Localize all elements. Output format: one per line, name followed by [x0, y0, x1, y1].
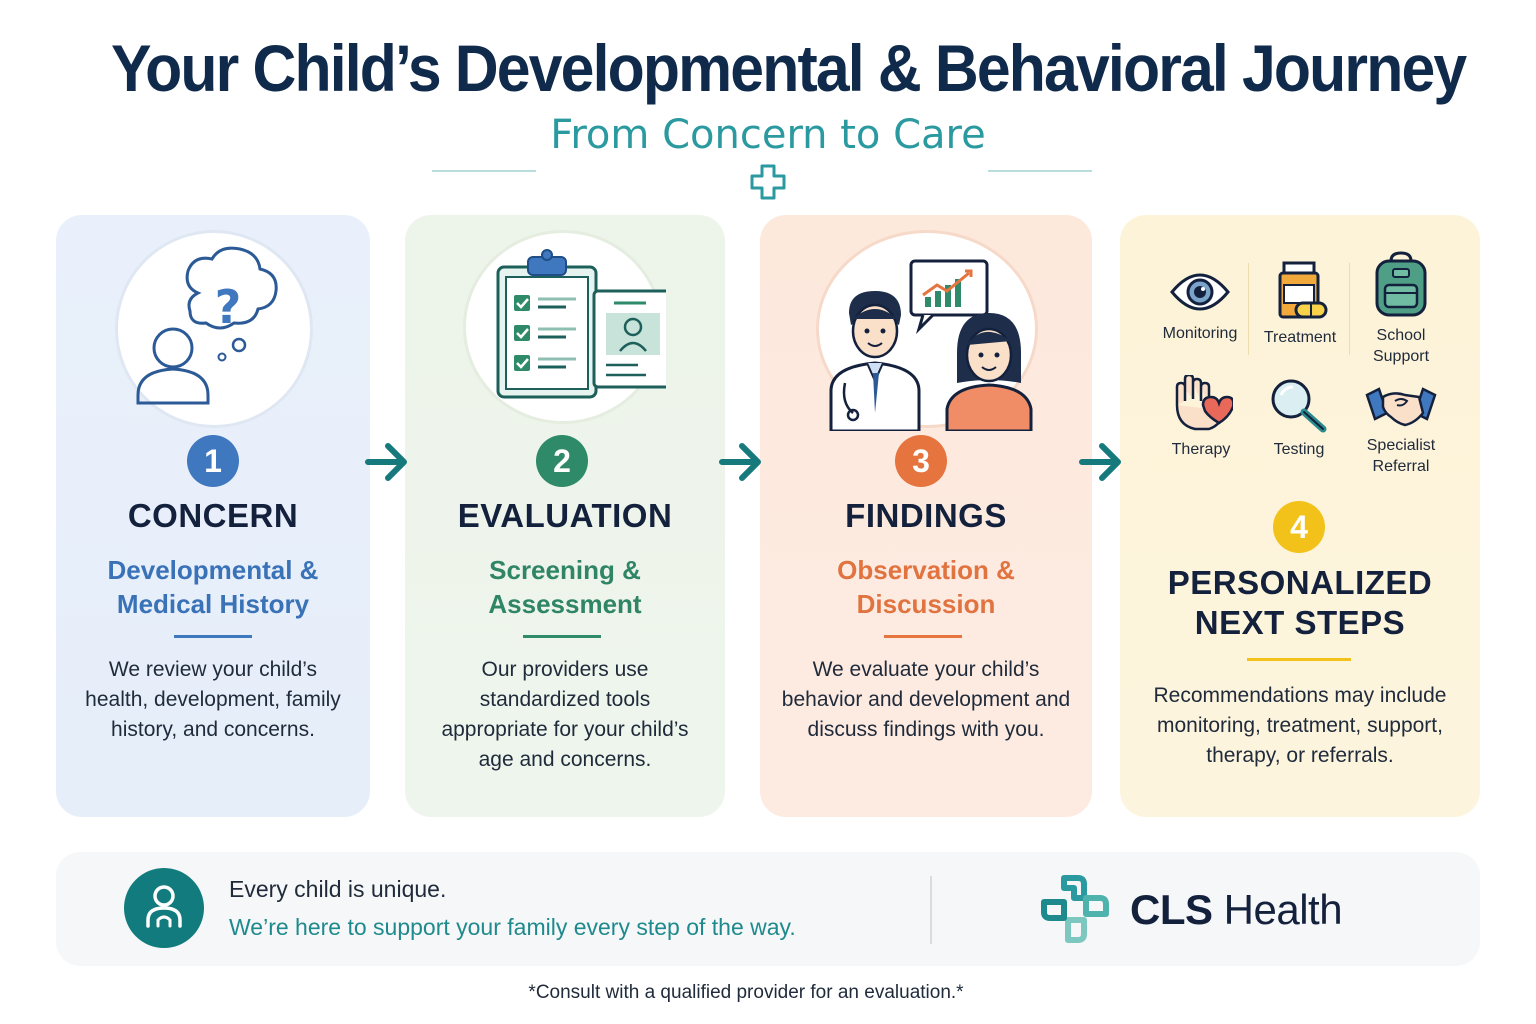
- family-support-icon: [124, 868, 204, 948]
- option-label: Testing: [1273, 441, 1325, 458]
- disclaimer: *Consult with a qualified provider for a…: [528, 982, 964, 1003]
- backpack-icon: [1375, 251, 1427, 317]
- footer-divider: [930, 876, 932, 944]
- step-card-next-steps: Monitoring Treatment School Support Ther…: [1120, 215, 1480, 817]
- eye-icon: [1170, 273, 1230, 311]
- option-label: Support: [1372, 348, 1430, 365]
- option-specialist-referral: Specialist Referral: [1346, 381, 1456, 477]
- page-title: Your Child’s Developmental & Behavioral …: [111, 31, 1467, 105]
- option-label: Therapy: [1171, 441, 1231, 458]
- step-subtitle-line: Discussion: [856, 589, 996, 619]
- clipboard-checklist-icon: [496, 249, 672, 399]
- subtitle-divider-left: [432, 170, 536, 172]
- option-label: Treatment: [1263, 329, 1337, 346]
- step-number-badge: 1: [187, 435, 239, 487]
- brand-name-regular: Health: [1212, 886, 1343, 933]
- option-label: School: [1376, 327, 1426, 344]
- step-subtitle-line: Observation &: [837, 555, 1015, 585]
- step-description: Our providers use standardized tools app…: [441, 658, 689, 771]
- step-title: CONCERN: [127, 497, 299, 534]
- doctor-parent-icon: [829, 259, 1033, 433]
- step-divider: [1247, 658, 1351, 661]
- magnifier-icon: [1271, 379, 1327, 433]
- step-subtitle-line: Medical History: [116, 589, 310, 619]
- step-description: Recommendations may include monitoring, …: [1153, 684, 1447, 767]
- footer-banner: Every child is unique. We’re here to sup…: [56, 852, 1480, 966]
- brand-name-bold: CLS: [1130, 886, 1213, 933]
- step-divider: [523, 635, 601, 638]
- svg-text:?: ?: [215, 280, 242, 334]
- arrow-right-icon: [1079, 443, 1121, 481]
- step-title: PERSONALIZED NEXT STEPS: [1120, 563, 1480, 643]
- option-divider: [1248, 263, 1249, 355]
- option-school-support: School Support: [1346, 251, 1456, 367]
- step-description: We evaluate your child’s behavior and de…: [781, 658, 1071, 741]
- step-card-concern: ? 1 CONCERN Developmental & Medical Hist…: [56, 215, 370, 817]
- step-subtitle: Screening & Assessment: [405, 553, 725, 621]
- step-subtitle-line: Assessment: [488, 589, 642, 619]
- option-monitoring: Monitoring: [1145, 267, 1255, 344]
- step-divider: [174, 635, 252, 638]
- thinking-person-icon: ?: [136, 246, 278, 405]
- brand-name: CLS Health: [1130, 886, 1343, 934]
- step-subtitle: Observation & Discussion: [760, 553, 1092, 621]
- footer-message: Every child is unique.: [229, 876, 447, 902]
- concern-illustration: ?: [115, 230, 313, 428]
- footer-support-message: We’re here to support your family every …: [229, 914, 796, 940]
- option-divider: [1349, 263, 1350, 355]
- evaluation-illustration: [463, 230, 672, 424]
- medicine-bottle-icon: [1278, 261, 1328, 319]
- arrow-right-icon: [719, 443, 761, 481]
- option-label: Monitoring: [1162, 325, 1238, 342]
- step-subtitle-line: Screening &: [489, 555, 641, 585]
- step-number-badge: 2: [536, 435, 588, 487]
- option-treatment: Treatment: [1245, 259, 1355, 348]
- step-card-findings: 3 FINDINGS Observation & Discussion We e…: [760, 215, 1092, 817]
- arrow-right-icon: [365, 443, 407, 481]
- option-label: Specialist: [1366, 437, 1436, 454]
- cls-health-logo-icon: [1041, 875, 1109, 943]
- step-number-badge: 3: [895, 435, 947, 487]
- findings-illustration: [816, 230, 1038, 433]
- subtitle-divider-right: [988, 170, 1092, 172]
- step-title: FINDINGS: [845, 497, 1007, 534]
- step-title-line: PERSONALIZED: [1167, 564, 1433, 601]
- step-divider: [884, 635, 962, 638]
- step-title: EVALUATION: [457, 497, 673, 534]
- option-label: Referral: [1372, 458, 1430, 475]
- step-subtitle: Developmental & Medical History: [56, 553, 370, 621]
- step-number-badge: 4: [1273, 501, 1325, 553]
- page-subtitle: From Concern to Care: [550, 112, 986, 158]
- step-description: We review your child’s health, developme…: [85, 658, 341, 741]
- hands-heart-icon: [1175, 375, 1233, 431]
- option-testing: Testing: [1244, 375, 1354, 460]
- handshake-icon: [1365, 387, 1437, 427]
- step-card-evaluation: 2 EVALUATION Screening & Assessment Our …: [405, 215, 725, 817]
- medical-cross-icon: [750, 164, 786, 200]
- option-therapy: Therapy: [1146, 375, 1256, 460]
- step-subtitle-line: Developmental &: [107, 555, 319, 585]
- step-title-line: NEXT STEPS: [1194, 604, 1406, 641]
